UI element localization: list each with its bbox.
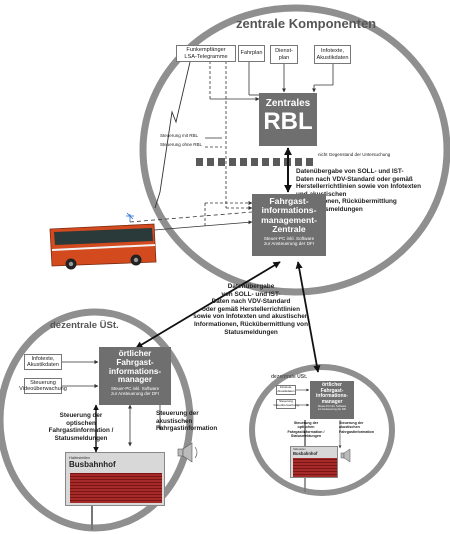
sign-station-name: Busbahnhof [69, 460, 116, 469]
local2-manager-title: örtlicher Fahrgast- informations- manage… [316, 382, 348, 405]
rbl-box: Zentrales RBL [259, 93, 317, 146]
local2-acoustic-text: Steuerung der akustischen Fahrgastinform… [339, 421, 374, 434]
speaker-icon [177, 442, 198, 463]
input-box-timetable: Fahrplan [238, 45, 265, 62]
central-local-arrow [135, 261, 281, 349]
local-input-video: Steuerung Videoüberwachung [19, 378, 67, 394]
input-box-infotexts: Infotexte, Akustikdaten [314, 45, 351, 64]
legend-with-rbl: Steuerung mit RBL [160, 133, 199, 138]
local2-lines [296, 388, 342, 449]
local-ellipse [0, 308, 194, 532]
scope-note: nicht Gegenstand der Untersuchung [318, 152, 391, 157]
fim-central-title: Fahrgast- informations- management- Zent… [261, 196, 317, 235]
local-input-infotexts: Infotexte, Akustikdaten [24, 354, 62, 370]
local2-manager-box: örtlicher Fahrgast- informations- manage… [310, 381, 354, 419]
local2-input-video: Steuerung Videoüberwachung [273, 399, 299, 409]
departure-sign: Haltestellen Busbahnhof [65, 452, 165, 506]
fim-central-box: Fahrgast- informations- management- Zent… [252, 194, 326, 256]
local-lines [62, 360, 162, 453]
sign-header-small: Haltestellen [293, 448, 306, 451]
central-input-lines [209, 61, 334, 210]
radio-lightning [154, 61, 191, 209]
bus-icon [49, 223, 157, 270]
central-local2-arrow [295, 261, 321, 373]
speaker-icon-small [340, 448, 351, 463]
legend-without-rbl: Steuerung ohne RBL [160, 142, 203, 147]
central-title: zentrale Komponenten [236, 16, 377, 31]
local-manager-title: örtlicher Fahrgast- informations- manage… [108, 349, 162, 385]
optical-control-text: Steuerung der optischen Fahrgastinformat… [48, 412, 114, 442]
local2-manager-sub: Steuer-PC inkl. Software zur Ansteuerung… [317, 405, 347, 412]
local2-title: dezentrale ÜSt. [271, 374, 308, 380]
fim-central-sub: Steuer-PC inkl. Software zur Ansteuerung… [263, 235, 315, 246]
local2-input-infotexts: Infotexte, Akustikdaten [276, 385, 296, 395]
rbl-label: Zentrales [265, 98, 311, 109]
input-box-radio: Funkempfänger LSA-Telegramme [176, 45, 236, 62]
local2-optical-text: Steuerung der optischen Fahrgastinformat… [287, 421, 325, 438]
local-manager-box: örtlicher Fahrgast- informations- manage… [99, 347, 171, 405]
local-title: dezentrale ÜSt. [50, 320, 119, 331]
local-manager-sub: Steuer-PC inkl. Software zur Ansteuerung… [110, 386, 160, 397]
acoustic-control-text: Steuerung der akustischen Fahrgastinform… [156, 410, 218, 433]
sign-station-name-small: Busbahnhof [293, 451, 318, 456]
local-ellipse-small [249, 364, 395, 496]
input-box-duty-roster: Dienst- plan [270, 45, 298, 64]
sign-display-small [293, 458, 337, 477]
link-transfer-text: Datenübergabe von SOLL- und IST- Daten n… [193, 283, 309, 336]
sign-display [70, 473, 162, 503]
bus-antenna [126, 212, 134, 222]
central-ellipse [139, 4, 450, 296]
departure-sign-small: Haltestellen Busbahnhof [290, 446, 338, 478]
sign-header: Haltestellen [69, 455, 90, 460]
rbl-big: RBL [263, 108, 313, 135]
